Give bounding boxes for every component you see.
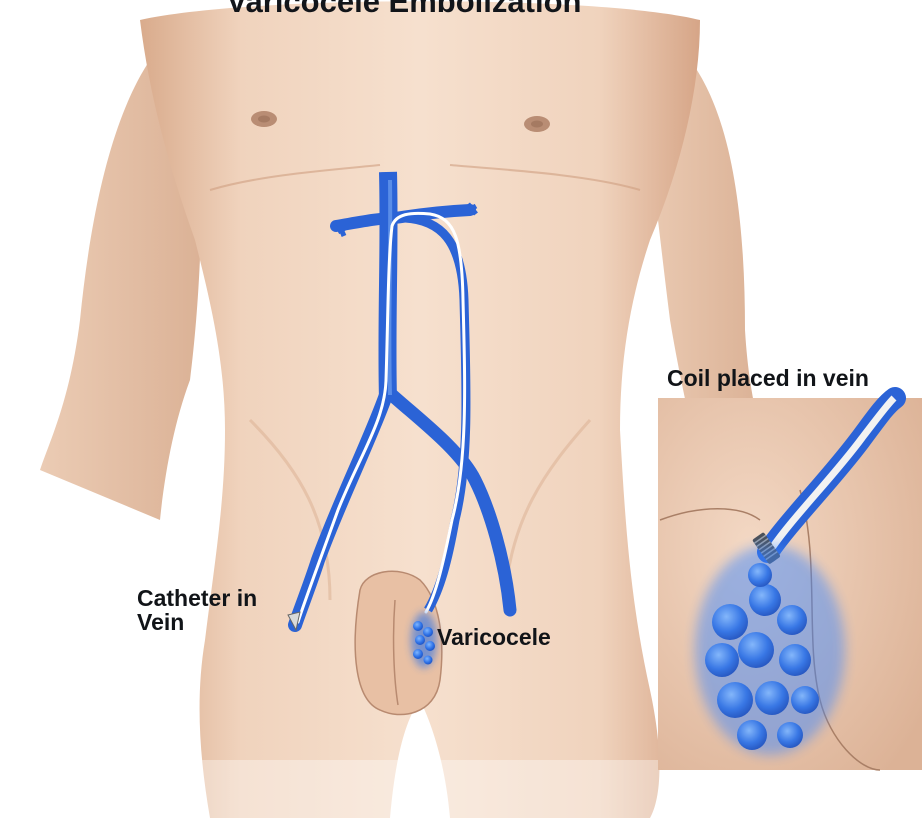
coil-label: Coil placed in vein bbox=[667, 366, 869, 390]
diagram-title: Varicocele Embolization bbox=[0, 0, 808, 19]
varicocele-cluster bbox=[411, 612, 437, 668]
catheter-label: Catheter in Vein bbox=[137, 586, 297, 634]
inset-panel bbox=[658, 398, 922, 770]
varicocele-large bbox=[695, 545, 845, 755]
varicocele-label: Varicocele bbox=[437, 625, 551, 649]
